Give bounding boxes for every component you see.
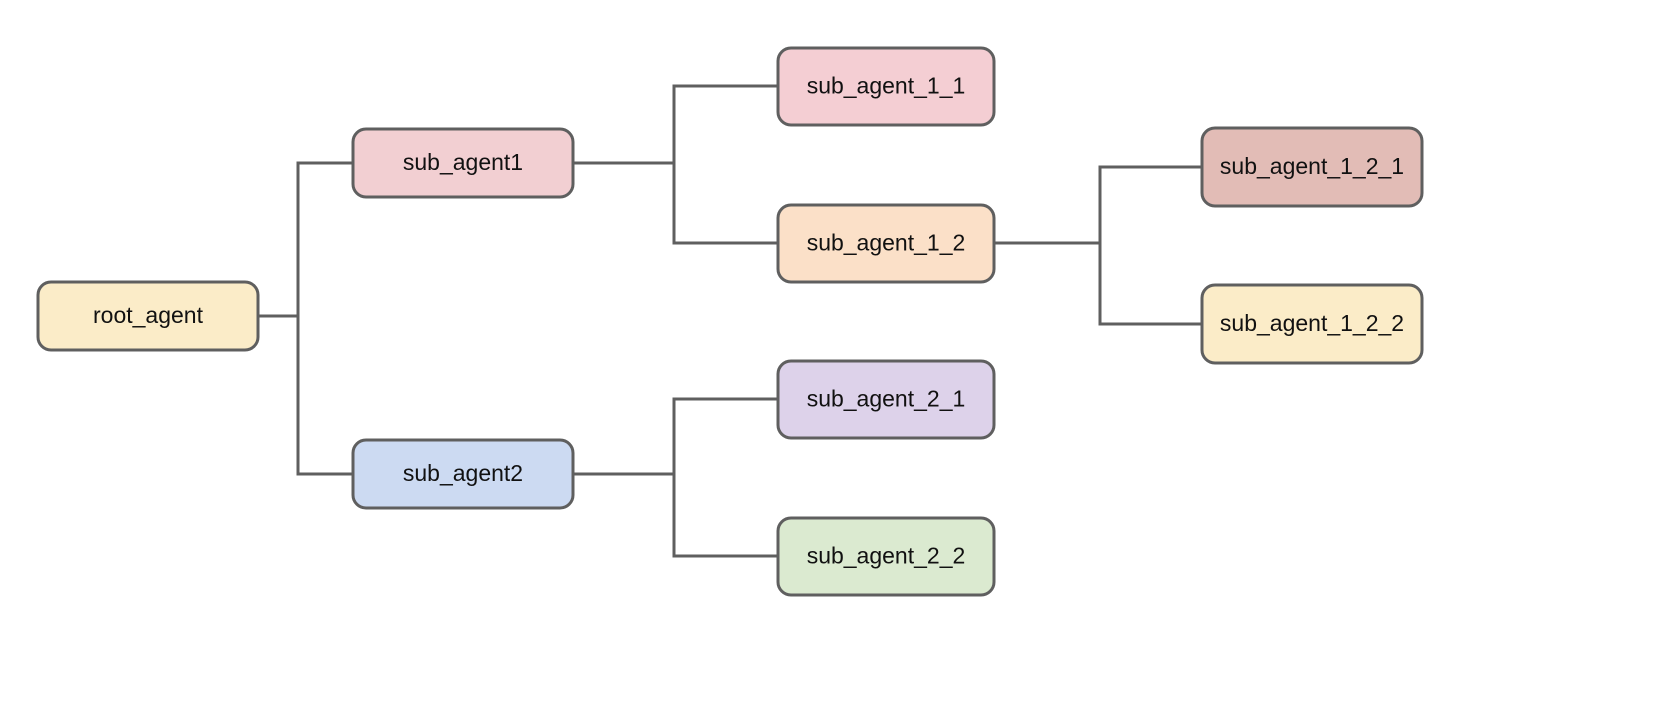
node-label-sub_agent_1_1: sub_agent_1_1 (807, 73, 966, 99)
edge-root_agent-to-sub_agent2 (258, 314, 353, 476)
node-box-sub_agent_1_2[interactable] (776, 203, 996, 284)
node-label-sub_agent1: sub_agent1 (403, 149, 523, 175)
node-sub_agent_1_2[interactable]: sub_agent_1_2 (776, 203, 996, 284)
edge-sub_agent1-to-sub_agent_1_2 (573, 161, 778, 245)
node-label-root_agent: root_agent (93, 302, 204, 328)
node-box-sub_agent_1_1[interactable] (776, 46, 996, 127)
node-sub_agent1[interactable]: sub_agent1 (351, 127, 575, 199)
edge-sub_agent_1_2-to-sub_agent_1_2_1 (994, 165, 1202, 245)
node-sub_agent_1_1[interactable]: sub_agent_1_1 (776, 46, 996, 127)
edge-root_agent-to-sub_agent1 (258, 161, 353, 318)
node-label-sub_agent_1_2_2: sub_agent_1_2_2 (1220, 310, 1404, 336)
node-box-sub_agent2[interactable] (351, 438, 575, 510)
edge-sub_agent_1_2-to-sub_agent_1_2_2 (994, 241, 1202, 326)
node-sub_agent_1_2_2[interactable]: sub_agent_1_2_2 (1200, 283, 1424, 365)
node-root_agent[interactable]: root_agent (36, 280, 260, 352)
node-sub_agent_1_2_1[interactable]: sub_agent_1_2_1 (1200, 126, 1424, 208)
node-box-root_agent[interactable] (36, 280, 260, 352)
edges-layer (258, 84, 1202, 558)
node-label-sub_agent_2_2: sub_agent_2_2 (807, 543, 966, 569)
node-label-sub_agent_1_2: sub_agent_1_2 (807, 230, 966, 256)
node-box-sub_agent1[interactable] (351, 127, 575, 199)
node-box-sub_agent_2_2[interactable] (776, 516, 996, 597)
node-label-sub_agent2: sub_agent2 (403, 460, 523, 486)
node-sub_agent2[interactable]: sub_agent2 (351, 438, 575, 510)
node-label-sub_agent_2_1: sub_agent_2_1 (807, 386, 966, 412)
node-label-sub_agent_1_2_1: sub_agent_1_2_1 (1220, 153, 1404, 179)
node-box-sub_agent_1_2_1[interactable] (1200, 126, 1424, 208)
node-sub_agent_2_2[interactable]: sub_agent_2_2 (776, 516, 996, 597)
node-sub_agent_2_1[interactable]: sub_agent_2_1 (776, 359, 996, 440)
edge-sub_agent2-to-sub_agent_2_1 (573, 397, 778, 476)
nodes-layer: root_agent sub_agent1 sub_agent2 sub_agent_… (36, 46, 1424, 597)
node-box-sub_agent_2_1[interactable] (776, 359, 996, 440)
node-box-sub_agent_1_2_2[interactable] (1200, 283, 1424, 365)
edge-sub_agent2-to-sub_agent_2_2 (573, 472, 778, 558)
edge-sub_agent1-to-sub_agent_1_1 (573, 84, 778, 165)
